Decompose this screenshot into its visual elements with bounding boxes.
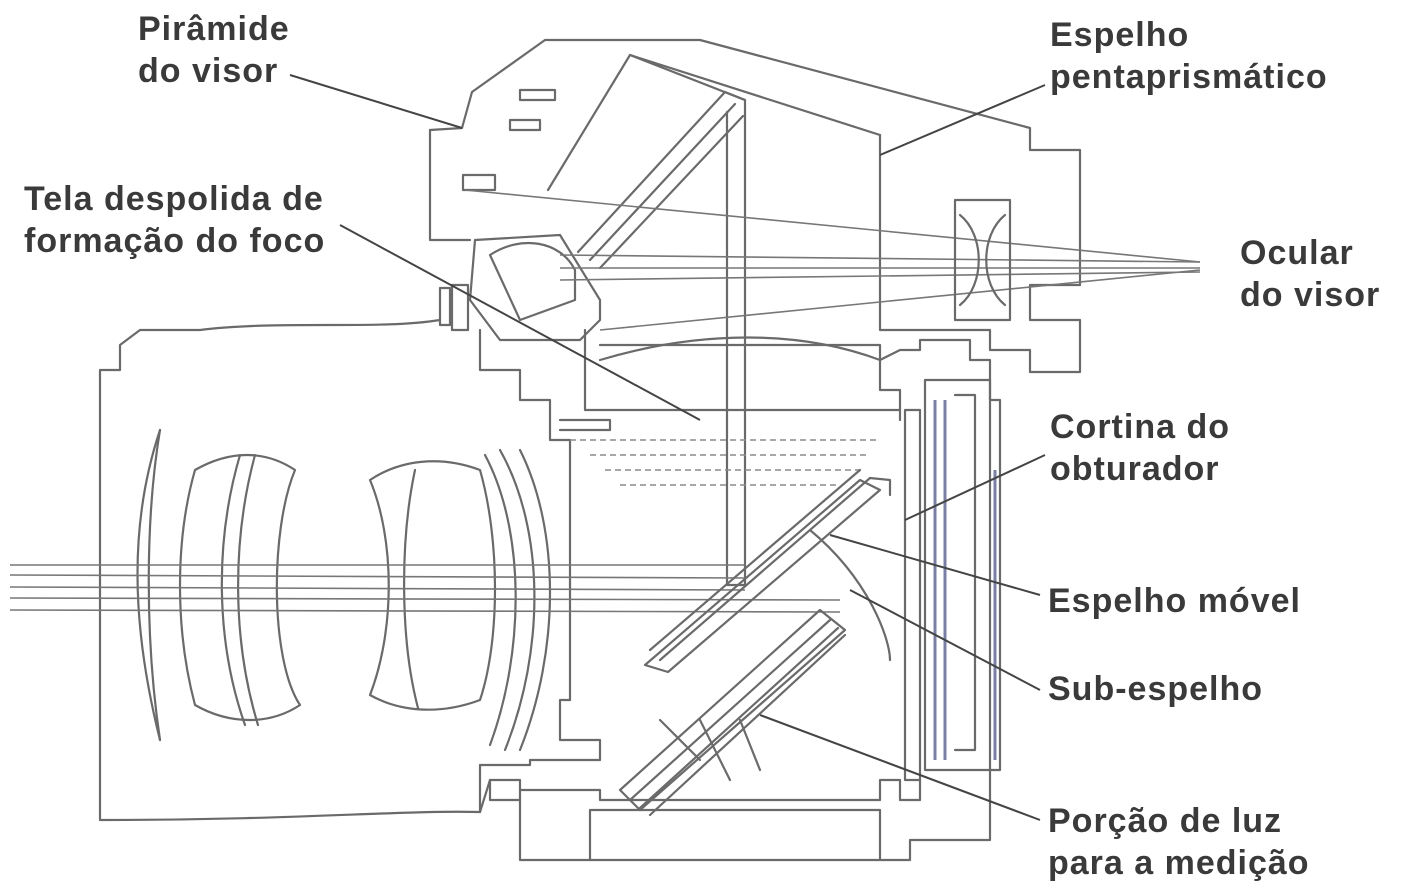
label-line: Sub-espelho (1048, 670, 1264, 708)
label-viewfinder-pyramid: Pirâmide do visor (138, 8, 290, 92)
focus-screen (570, 439, 880, 486)
viewfinder-pyramid (438, 88, 602, 342)
lens-elements (136, 428, 552, 752)
label-line: Pirâmide (138, 10, 290, 48)
label-line: Espelho (1050, 16, 1190, 54)
label-line: do visor (1240, 276, 1381, 314)
label-line: Ocular (1240, 234, 1354, 272)
label-line: Espelho móvel (1048, 582, 1301, 620)
label-focus-screen: Tela despolida de formação do foco (24, 178, 325, 262)
label-line: formação do foco (24, 222, 326, 260)
label-eyepiece: Ocular do visor (1240, 232, 1380, 316)
label-line: para a medição (1048, 844, 1310, 882)
label-pentaprism-mirror: Espelho pentaprismático (1050, 14, 1328, 98)
label-line: pentaprismático (1050, 58, 1328, 96)
label-metering-light: Porção de luz para a medição (1048, 800, 1310, 884)
label-line: do visor (138, 52, 279, 90)
leader-lines (289, 74, 1046, 821)
label-line: obturador (1050, 450, 1220, 488)
moving-mirror (643, 468, 892, 674)
label-line: Tela despolida de (24, 180, 324, 218)
pentaprism-housing (428, 38, 1082, 587)
label-shutter-curtain: Cortina do obturador (1050, 406, 1230, 490)
light-rays (9, 189, 1201, 613)
label-sub-mirror: Sub-espelho (1048, 668, 1263, 710)
sub-mirror (618, 528, 892, 817)
shutter-curtain (903, 378, 997, 782)
label-line: Cortina do (1050, 408, 1230, 446)
label-moving-mirror: Espelho móvel (1048, 580, 1301, 622)
label-line: Porção de luz (1048, 802, 1283, 840)
eyepiece-lens (953, 198, 1012, 322)
